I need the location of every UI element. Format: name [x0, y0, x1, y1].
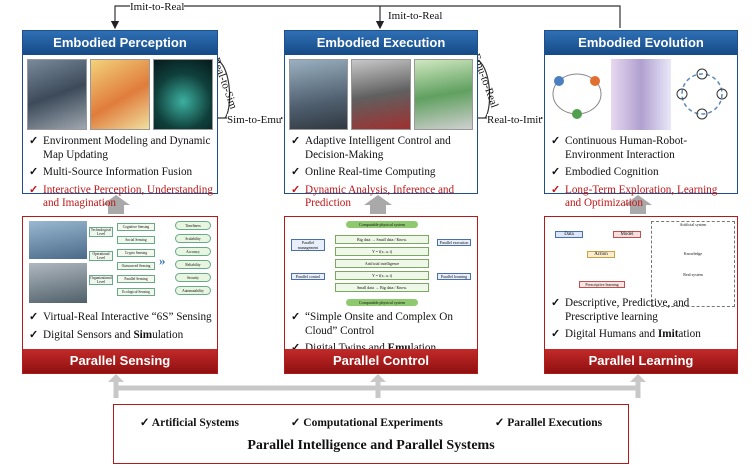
learning-model-box: Model: [613, 231, 641, 238]
parallel-control-title: Parallel Control: [285, 349, 477, 373]
control-row: Big data → Small data / Know.: [335, 235, 429, 244]
cycle-diagram-icon: [552, 73, 602, 119]
evolution-bullet-1: ✓Continuous Human-Robot-Environment Inte…: [551, 135, 688, 161]
learning-bullet-2: ✓Digital Humans and Imitation: [551, 328, 701, 340]
control-row: Artificial intelligence: [335, 259, 429, 268]
interaction-cycle-image: [549, 59, 609, 130]
artificial-system-label: Artificial system: [679, 222, 707, 227]
sensing-level-1: Technological Level: [89, 227, 113, 237]
perception-bullet-highlight: ✓Interactive Perception, Understanding a…: [29, 183, 213, 210]
control-diagram: Computable physical system Parallel mana…: [291, 221, 471, 307]
lidar-map-image: [153, 59, 213, 130]
parallel-learning-panel: Data Model Action Prescriptive learning …: [544, 216, 738, 374]
pointcloud-street-image: [90, 59, 150, 130]
sensing-level-2: Operational Level: [89, 251, 113, 261]
sensing-goal-item: Security: [175, 273, 211, 282]
sensing-goal-item: Automatability: [175, 286, 211, 295]
real-to-imit-label: Real-to-Imit: [487, 114, 542, 126]
parallel-sensing-panel: Technological Level Operational Level Or…: [22, 216, 218, 374]
control-right-top: Parallel execution: [437, 239, 471, 246]
control-rows: Big data → Small data / Know. Y = f(x, u,…: [335, 235, 429, 295]
foundation-bracket: [113, 385, 641, 398]
control-left-top: Parallel management: [291, 239, 325, 251]
sensing-6s-item: Ecological Sensing: [117, 288, 155, 296]
foundation-item-1: ✓ Artificial Systems: [139, 417, 239, 429]
perception-bullet-2: ✓Multi-Source Information Fusion: [29, 166, 193, 178]
embodied-evolution-panel: Embodied Evolution ✓Continuous Human-Rob…: [544, 30, 738, 209]
sensing-goal-item: Accuracy: [175, 247, 211, 256]
foundation-item-3: ✓ Parallel Executions: [494, 417, 603, 429]
learning-data-box: Data: [555, 231, 583, 238]
sensing-level-3: Organizational Level: [89, 275, 113, 285]
embodied-perception-title: Embodied Perception: [23, 31, 217, 55]
imit-to-real-left-label: Imit-to-Real: [130, 1, 185, 13]
simulation-image: [413, 59, 473, 130]
sensing-photo-bottom: [29, 263, 87, 303]
robot-arm-image: [289, 59, 349, 130]
sensing-goal-item: Timeliness: [175, 221, 211, 230]
foundation-box: ✓ Artificial Systems ✓ Computational Exp…: [113, 404, 629, 464]
sensing-6s-item: Social Sensing: [117, 236, 155, 244]
sensing-photo-top: [29, 221, 87, 259]
perception-bullet-1: ✓Environment Modeling and Dynamic Map Up…: [29, 135, 211, 161]
sensing-diagram: Technological Level Operational Level Or…: [29, 221, 211, 307]
sensing-bullet-1: ✓Virtual-Real Interactive “6S” Sensing: [29, 311, 212, 323]
control-row: Y = f(x, u, t): [335, 247, 429, 256]
foundation-title: Parallel Intelligence and Parallel Syste…: [247, 438, 495, 453]
control-row: Y = f(x, u, t): [335, 271, 429, 280]
foundation-item-2: ✓ Computational Experiments: [290, 417, 443, 429]
sensing-6s-item: Crypto Sensing: [117, 249, 155, 257]
imit-to-real-center-label: Imit-to-Real: [388, 10, 443, 22]
learning-system-frame: Artificial system Knowledge Real system: [651, 221, 735, 307]
control-left-bottom: Parallel control: [291, 273, 325, 280]
sensing-6s-item: Parallel Sensing: [117, 275, 155, 283]
learning-bullet-1: ✓Descriptive, Predictive, and Prescripti…: [551, 297, 690, 323]
parallel-learning-title: Parallel Learning: [545, 349, 737, 373]
control-bullet-1: ✓“Simple Onsite and Complex On Cloud” Co…: [291, 311, 453, 337]
embodied-execution-title: Embodied Execution: [285, 31, 477, 55]
control-row: Small data → Big data / Know.: [335, 283, 429, 292]
evolution-bullet-highlight: ✓Long-Term Exploration, Learning and Opt…: [551, 183, 718, 210]
imit-to-real-top-line: [110, 5, 621, 30]
evolution-images: [549, 59, 733, 130]
execution-bullet-2: ✓Online Real-time Computing: [291, 166, 436, 178]
gray-up-arrows: [102, 195, 652, 214]
control-right-bottom: Parallel learning: [437, 273, 471, 280]
evolution-bullet-2: ✓Embodied Cognition: [551, 166, 659, 178]
learning-action-box: Action: [587, 251, 615, 258]
execution-bullet-1: ✓Adaptive Intelligent Control and Decisi…: [291, 135, 451, 161]
perception-images: [27, 59, 213, 130]
embodied-execution-panel: Embodied Execution ✓Adaptive Intelligent…: [284, 30, 478, 209]
sim-to-emu-label: Sim-to-Emu: [227, 114, 282, 126]
sensing-goal-item: Reliability: [175, 260, 211, 269]
double-chevron-icon: »: [159, 253, 166, 268]
parallel-sensing-title: Parallel Sensing: [23, 349, 217, 373]
learning-diagram: Data Model Action Prescriptive learning …: [551, 221, 735, 307]
execution-images: [289, 59, 473, 130]
cognition-cycle-icon: [676, 68, 728, 120]
sensing-6s-item: Outsourced Sensing: [117, 262, 155, 270]
mobile-robot-image: [351, 59, 411, 130]
knowledge-label: Knowledge: [683, 251, 703, 256]
sensing-bullet-2: ✓Digital Sensors and Simulation: [29, 328, 184, 341]
embodied-evolution-title: Embodied Evolution: [545, 31, 737, 55]
city-aerial-image: [27, 59, 87, 130]
emu-to-real-line: [477, 59, 491, 119]
control-top-node: Computable physical system: [346, 221, 418, 228]
real-to-sim-line: [217, 59, 231, 119]
embodied-perception-panel: Embodied Perception ✓Environment Modelin…: [22, 30, 218, 209]
learning-prescriptive-box: Prescriptive learning: [579, 281, 625, 288]
sensing-goal-item: Scalability: [175, 234, 211, 243]
execution-bullet-highlight: ✓Dynamic Analysis, Inference and Predict…: [291, 183, 455, 210]
real-system-label: Real system: [683, 272, 703, 277]
human-figures-image: [611, 59, 671, 130]
parallel-control-panel: Computable physical system Parallel mana…: [284, 216, 478, 374]
control-bottom-node: Computable physical system: [346, 299, 418, 306]
sensing-6s-item: Cognitive Sensing: [117, 223, 155, 231]
cognition-cycle-image: [673, 59, 733, 130]
